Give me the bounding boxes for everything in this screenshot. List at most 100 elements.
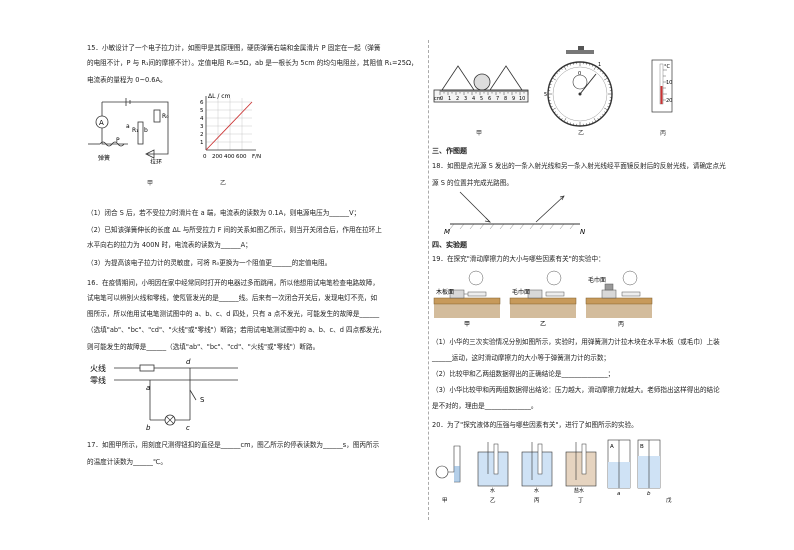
ruler-tick-5: 5 — [480, 96, 483, 102]
q16-line4: （选填"ab"、"bc"、"cd"、"火线"或"零线"）断路；若用试电笔测试图中… — [87, 326, 386, 334]
ruler-tick-9: 9 — [512, 96, 515, 102]
q19-sub3b: 是不对的，理由是______________。 — [432, 402, 538, 410]
thermo-10: 10 — [666, 80, 672, 86]
q19-fig-jia: 甲 — [464, 321, 470, 328]
ruler-tick-0: 0 — [440, 96, 443, 102]
n-label: N — [580, 228, 586, 236]
q17-fig-jia: 甲 — [476, 130, 483, 137]
r0-label: R₀ — [162, 113, 169, 120]
ytick-2: 2 — [200, 132, 204, 138]
q15-sub2a: （2）已知该弹簧伸长的长度 ΔL 与所受拉力 F 间的关系如图乙所示，则当开关闭… — [87, 226, 382, 234]
q16-line2: 试电笔可以辨别火线和零线，使氖管发光的是______线。后来有一次闭合开关后，发… — [87, 294, 378, 302]
q17-line1: 17．如图甲所示，用刻度尺测得钮扣的直径是______cm，图乙所示的停表读数为… — [87, 441, 380, 449]
graph-xlabel: F/N — [252, 154, 261, 160]
q17-thermometer-figure: °C 10 20 — [651, 59, 672, 113]
ruler-tick-4: 4 — [472, 96, 475, 102]
ruler-tick-8: 8 — [504, 96, 507, 102]
q18-mirror-figure: M N — [444, 191, 586, 236]
ruler-tick-10: 10 — [519, 96, 525, 102]
q19-sub3a: （3）小华比较甲和丙两组数据得出结论：压力越大，滑动摩擦力就越大。老师指出这样得… — [432, 386, 720, 394]
q16-line5: 则可能发生的故障是______（选填"ab"、"bc"、"cd"、"火线"或"零… — [87, 343, 320, 351]
q20-fig-bing: 丙 — [534, 497, 540, 504]
q20-label-A: A — [610, 444, 614, 450]
q20-water-1: 水 — [490, 487, 495, 494]
b-label: b — [146, 424, 151, 432]
q19-fig-bing: 丙 — [618, 321, 624, 328]
q15-sub2b: 水平向右的拉力为 400N 时，电流表的读数为______A； — [87, 241, 252, 249]
q19-line0: 19．在探究"滑动摩擦力的大小与哪些因素有关"的实验中： — [432, 255, 605, 263]
q20-label-b: b — [647, 491, 651, 497]
stopwatch-1: 1 — [598, 62, 601, 68]
xtick-600: 600 — [236, 154, 247, 160]
ruler-tick-6: 6 — [488, 96, 491, 102]
xtick-200: 200 — [212, 154, 223, 160]
b-label: b — [144, 127, 148, 134]
q15-graph: ΔL / cm 1 2 3 4 5 6 0 200 400 600 F/N — [200, 93, 261, 160]
q15-sub1: （1）闭合 S 后，若不受拉力时滑片在 a 端，电流表的读数为 0.1A，则电源… — [87, 209, 361, 217]
q20-fig-ding: 丁 — [578, 497, 584, 504]
p-label: P — [116, 137, 120, 144]
column-divider — [428, 40, 429, 520]
thermo-20: 20 — [666, 98, 672, 104]
q15-fig-jia: 甲 — [147, 180, 154, 187]
ammeter-icon — [95, 115, 109, 129]
xtick-0: 0 — [203, 154, 207, 160]
q19-sub1b: ______运动，这时滑动摩擦力的大小等于弹簧测力计的示数； — [432, 354, 611, 362]
q19-friction-figure: 木板面 毛巾面 毛巾面 甲 乙 丙 — [433, 270, 653, 328]
ruler-unit: cm — [434, 96, 442, 102]
fire-line-label: 火线 — [90, 363, 106, 373]
a-label: a — [146, 384, 150, 392]
button-icon — [473, 73, 491, 91]
m-label: M — [444, 228, 450, 236]
q20-salt-water: 盐水 — [574, 487, 584, 494]
surface-wood-label: 木板面 — [436, 288, 454, 296]
graph-ylabel: ΔL / cm — [208, 93, 231, 100]
q15-line3: 电流表的量程为 0~0.6A。 — [87, 76, 167, 84]
q16-line1: 16．在疫情期间，小明因在家中经常同时打开的电器过多而跳闸，所以他想用试电笔检查… — [87, 279, 379, 287]
q15-line1: 15．小敏设计了一个电子拉力计，如图甲是其原理图，硬质弹簧右端和金属滑片 P 固… — [87, 44, 381, 52]
ruler-tick-3: 3 — [464, 96, 467, 102]
d-label: d — [186, 358, 191, 366]
r1-label: R₁ — [132, 127, 139, 134]
q15-circuit-figure: A R₀ R₁ a b P 弹簧 拉环 — [88, 98, 169, 164]
q20-label-a: a — [617, 491, 621, 497]
ytick-3: 3 — [200, 124, 204, 130]
reflected-ray — [535, 195, 565, 223]
q17-stopwatch-figure: 0 5 1 — [544, 46, 613, 127]
q18-line2: 源 S 的位置并完成光路图。 — [432, 179, 513, 187]
q15-fig-yi: 乙 — [220, 180, 227, 187]
q20-pressure-figure: A B a b 水 水 盐水 甲 乙 丙 丁 戊 — [435, 439, 672, 504]
thermo-unit: °C — [664, 64, 671, 70]
s-label: S — [200, 396, 205, 404]
q19-sub1a: （1）小华的三次实验情况分别如图所示，实验时，用弹簧测力计拉木块在水平木板（或毛… — [432, 338, 720, 346]
q20-water-2: 水 — [534, 487, 539, 494]
q20-fig-jia: 甲 — [442, 497, 448, 504]
neutral-line-label: 零线 — [90, 375, 106, 385]
ruler-tick-7: 7 — [496, 96, 499, 102]
q15-sub3: （3）为提高该电子拉力计的灵敏度，可将 R₀更换为一个阻值更______的定值电… — [87, 259, 332, 267]
ytick-6: 6 — [200, 100, 204, 106]
q17-fig-bing: 丙 — [660, 130, 667, 137]
a-label: a — [126, 123, 130, 130]
spring-label: 弹簧 — [98, 154, 110, 162]
ruler-tick-2: 2 — [456, 96, 459, 102]
mercury-column — [660, 86, 663, 104]
q19-sub2: （2）比较甲和乙两组数据得出的正确结论是______________； — [432, 370, 615, 378]
q20-fig-wu: 戊 — [666, 496, 672, 504]
section-3-heading: 三、作图题 — [432, 147, 467, 155]
graph-line — [205, 101, 253, 151]
xtick-400: 400 — [224, 154, 235, 160]
ytick-4: 4 — [200, 116, 204, 122]
q15-line2: 的电阻不计，P 与 R₁间的摩擦不计）。定值电阻 R₀=5Ω，ab 是一根长为 … — [87, 59, 418, 67]
q17-fig-yi: 乙 — [578, 130, 585, 137]
ytick-1: 1 — [200, 140, 204, 146]
ring-label: 拉环 — [150, 158, 162, 164]
q20-fig-yi: 乙 — [490, 497, 496, 504]
ytick-5: 5 — [200, 108, 204, 114]
ruler-tick-1: 1 — [448, 96, 451, 102]
stopwatch-5: 5 — [544, 92, 547, 98]
q17-line2: 的温度计读数为______℃。 — [87, 458, 167, 466]
surface-towel-label-3: 毛巾面 — [588, 276, 606, 284]
q16-line3: 图所示，所以他用试电笔测试图中的 a、b、c、d 四处，只有 a 点不发光，可能… — [87, 310, 380, 318]
section-4-heading: 四、实验题 — [432, 241, 467, 249]
